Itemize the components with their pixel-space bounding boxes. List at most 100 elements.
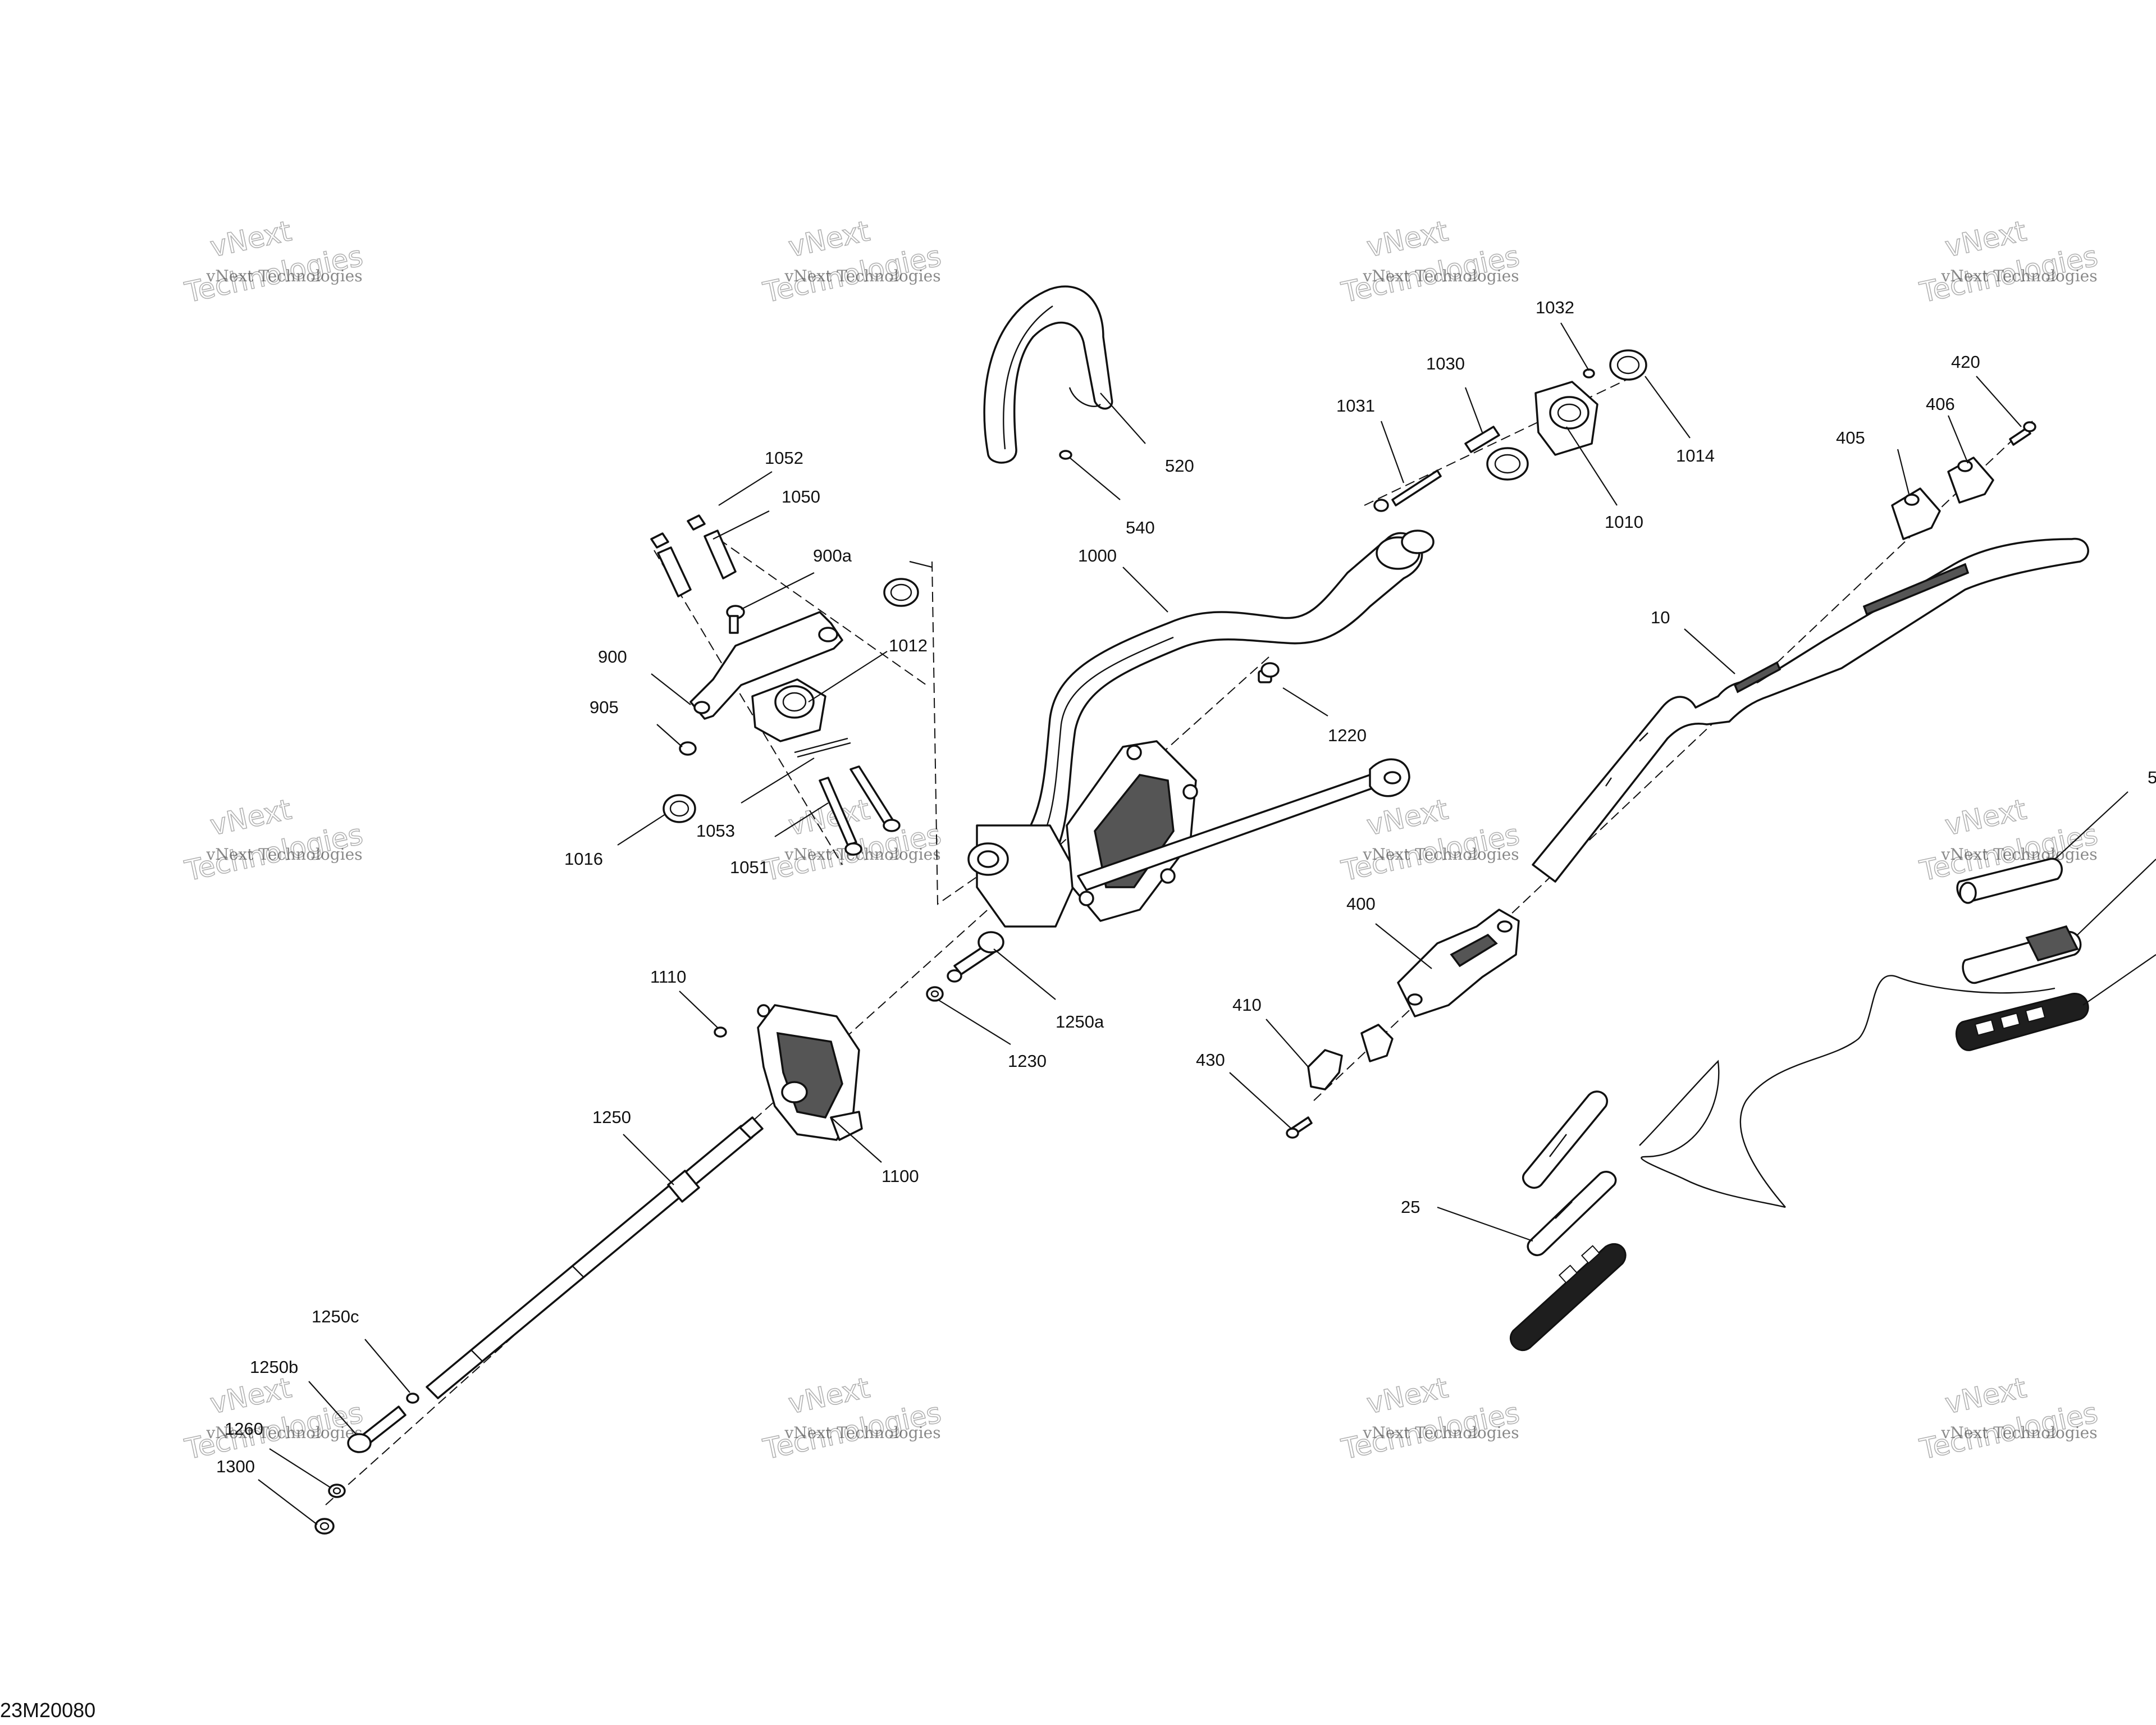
caps-1052 bbox=[650, 514, 706, 549]
svg-text:vNext Technologies: vNext Technologies bbox=[784, 267, 940, 285]
callout-1031: 1031 bbox=[1336, 396, 1375, 416]
stud-900a bbox=[726, 605, 745, 634]
bellow-1250c bbox=[406, 1393, 419, 1404]
clamp-410 bbox=[1307, 1024, 1394, 1090]
watermark: vNext Technologies vNext Technologies bbox=[181, 214, 366, 309]
callout-1012: 1012 bbox=[889, 636, 928, 655]
watermark: vNext Technologies vNext Technologies bbox=[1338, 792, 1523, 888]
callout-1110: 1110 bbox=[650, 967, 686, 987]
svg-text:vNext Technologies: vNext Technologies bbox=[1362, 1423, 1519, 1442]
bushing-1014-small bbox=[1486, 447, 1529, 481]
callout-1250a: 1250a bbox=[1056, 1012, 1104, 1032]
callout-5: 5 bbox=[2148, 768, 2156, 787]
grip-sleeve bbox=[1962, 925, 2082, 984]
washer-1260 bbox=[328, 1484, 346, 1498]
bolt-axis-line bbox=[654, 550, 843, 865]
bolts-1051 bbox=[819, 765, 901, 856]
bolt-430 bbox=[1286, 1116, 1313, 1139]
steering-tube-1000 bbox=[967, 530, 1435, 928]
callout-405: 405 bbox=[1836, 428, 1865, 448]
diagram-code: 23M20080 bbox=[0, 1699, 95, 1722]
callout-1014: 1014 bbox=[1676, 446, 1715, 466]
steering-shaft-1250 bbox=[426, 1116, 764, 1399]
callout-1300: 1300 bbox=[216, 1457, 255, 1476]
svg-text:vNext Technologies: vNext Technologies bbox=[1940, 1423, 2097, 1442]
svg-text:vNext Technologies: vNext Technologies bbox=[205, 845, 362, 864]
callout-1030: 1030 bbox=[1426, 354, 1465, 373]
ball-joint-1250b bbox=[347, 1405, 406, 1453]
housing-1100 bbox=[757, 1004, 863, 1141]
heated-grip-left bbox=[1509, 1243, 1627, 1352]
clamp-405 bbox=[1891, 487, 1941, 540]
watermark: vNext Technologies vNext Technologies bbox=[760, 1371, 944, 1466]
sleeves-1050 bbox=[657, 530, 737, 597]
nut-905 bbox=[679, 741, 697, 756]
watermark: vNext Technologies vNext Technologies bbox=[1916, 1371, 2101, 1466]
screw-420 bbox=[2009, 421, 2036, 446]
callout-520: 520 bbox=[1165, 456, 1194, 476]
upper-clamp-axis-line bbox=[1364, 376, 1634, 506]
bushing-1014 bbox=[1609, 349, 1647, 381]
callout-1050: 1050 bbox=[782, 487, 820, 506]
callout-1250: 1250 bbox=[592, 1107, 631, 1127]
watermark: vNext Technologies vNext Technologies bbox=[1338, 1371, 1523, 1466]
callout-1100: 1100 bbox=[881, 1166, 919, 1186]
callout-540: 540 bbox=[1126, 518, 1155, 537]
pin-1030 bbox=[1464, 426, 1500, 453]
callout-410: 410 bbox=[1232, 995, 1262, 1015]
grip-insert-upper bbox=[1956, 857, 2063, 904]
grab-handle-520 bbox=[983, 285, 1113, 464]
callout-labels: 520 540 1000 1220 1052 1050 900a 900 905… bbox=[216, 298, 2156, 1476]
svg-text:vNext Technologies: vNext Technologies bbox=[1362, 845, 1519, 864]
callout-1250c: 1250c bbox=[312, 1307, 359, 1326]
callout-1230: 1230 bbox=[1008, 1051, 1047, 1071]
callout-1010: 1010 bbox=[1605, 512, 1643, 532]
callout-1032: 1032 bbox=[1536, 298, 1574, 317]
clamp-1010 bbox=[1534, 381, 1598, 456]
clamp-406 bbox=[1947, 457, 1994, 504]
handlebar-10 bbox=[1532, 537, 2089, 883]
callout-1016: 1016 bbox=[564, 849, 603, 869]
callout-1250b: 1250b bbox=[250, 1357, 298, 1377]
bushing-1014-left bbox=[883, 578, 919, 607]
bushing-1016 bbox=[663, 794, 696, 823]
callout-900a: 900a bbox=[813, 546, 852, 565]
watermark: vNext Technologies vNext Technologies bbox=[181, 792, 366, 888]
watermark: vNext Technologies vNext Technologies bbox=[1338, 214, 1523, 309]
callout-25: 25 bbox=[1401, 1197, 1420, 1217]
svg-text:vNext Technologies: vNext Technologies bbox=[205, 1423, 362, 1442]
bolt-1031 bbox=[1373, 469, 1442, 512]
assembly-axes bbox=[325, 376, 2033, 1505]
nut-1230 bbox=[926, 986, 944, 1002]
clamp-axis-line bbox=[718, 539, 927, 686]
callout-1000: 1000 bbox=[1078, 546, 1117, 565]
callout-900: 900 bbox=[598, 647, 627, 667]
screw-1110 bbox=[714, 1026, 727, 1038]
clamp-block-1012 bbox=[751, 678, 826, 742]
svg-text:vNext Technologies: vNext Technologies bbox=[784, 845, 940, 864]
callout-406: 406 bbox=[1926, 394, 1955, 414]
callout-905: 905 bbox=[590, 697, 619, 717]
nut-1300 bbox=[314, 1518, 335, 1535]
spring-1053 bbox=[794, 737, 851, 758]
callout-1053: 1053 bbox=[696, 821, 735, 841]
watermark: vNext Technologies vNext Technologies bbox=[1916, 214, 2101, 309]
grip-insert-25 bbox=[1527, 1171, 1617, 1256]
pin-1220 bbox=[1258, 662, 1280, 683]
callout-10: 10 bbox=[1651, 608, 1670, 627]
callout-1220: 1220 bbox=[1328, 725, 1367, 745]
grip-insert-left-upper bbox=[1522, 1090, 1608, 1189]
callout-400: 400 bbox=[1346, 894, 1376, 914]
grip-wire bbox=[1639, 975, 2055, 1208]
callout-420: 420 bbox=[1951, 352, 1980, 372]
callout-1052: 1052 bbox=[765, 448, 803, 468]
svg-text:vNext Technologies: vNext Technologies bbox=[1940, 845, 2097, 864]
riser-400 bbox=[1397, 909, 1520, 1017]
callout-1051: 1051 bbox=[730, 857, 769, 877]
bracket-900 bbox=[689, 611, 843, 720]
svg-text:vNext Technologies: vNext Technologies bbox=[784, 1423, 940, 1442]
heated-grip-right bbox=[1955, 993, 2089, 1051]
watermark: vNext Technologies vNext Technologies bbox=[760, 214, 944, 309]
callout-430: 430 bbox=[1196, 1050, 1225, 1070]
